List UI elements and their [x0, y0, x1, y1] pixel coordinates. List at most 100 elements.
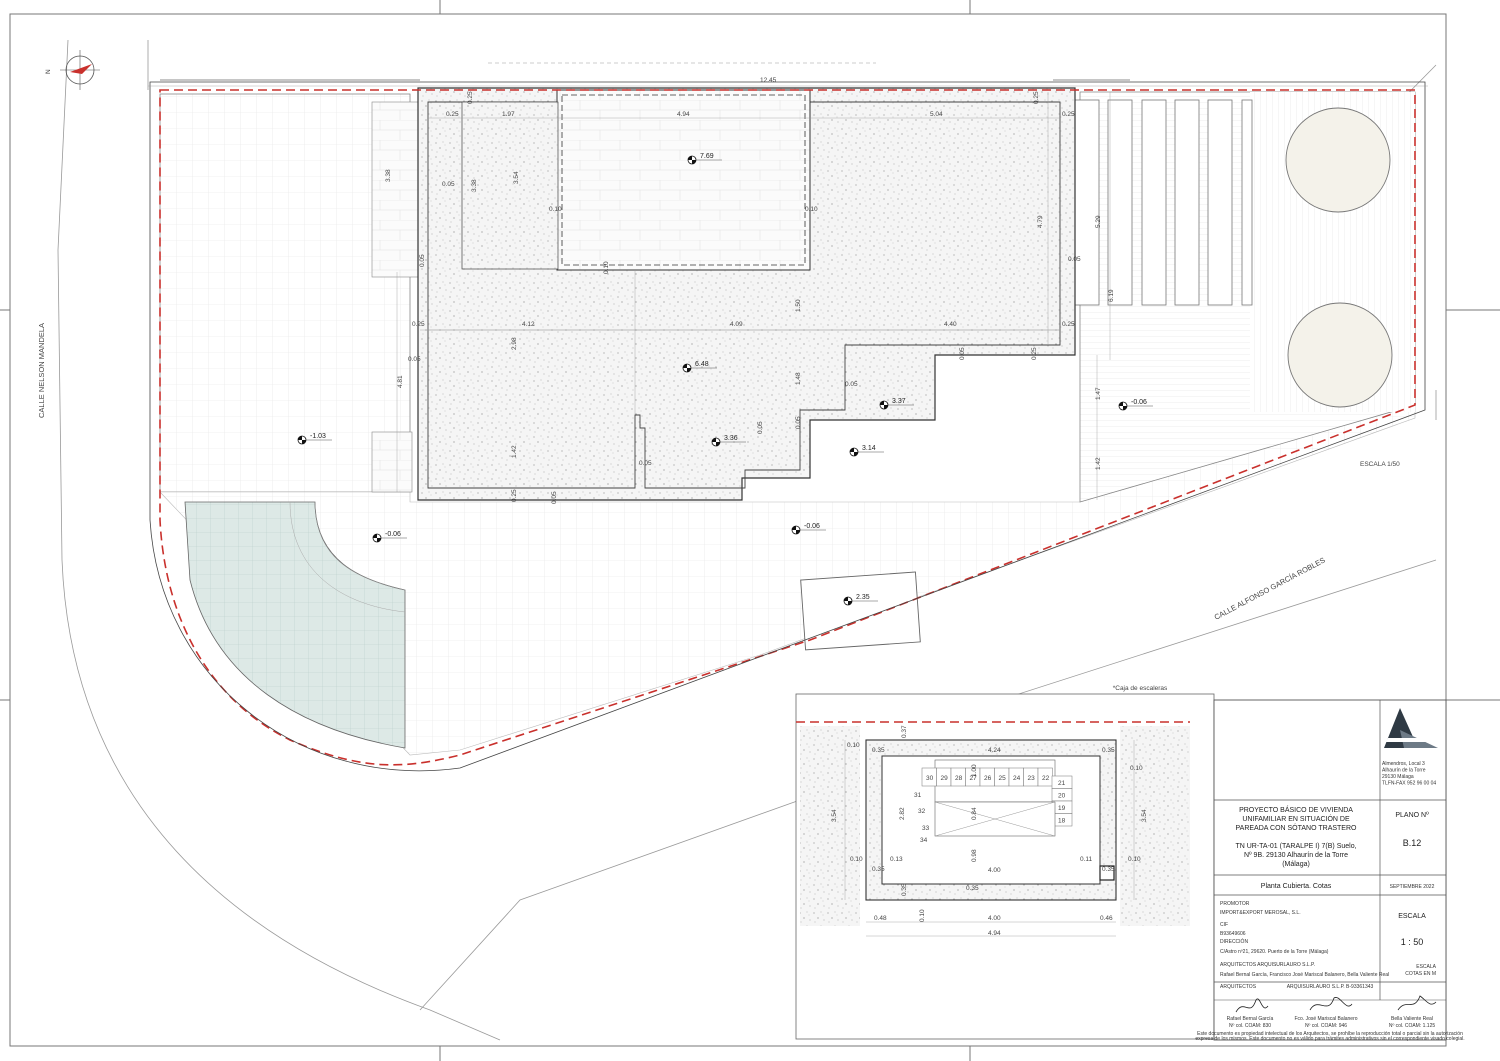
inset-dim: 0.35: [966, 885, 979, 892]
text-line: Nº 9B. 29130 Alhaurín de la Torre: [1244, 852, 1348, 859]
architects-firm: ARQUITECTOS ARQUISURLAURO S.L.P.: [1220, 962, 1315, 968]
signature-col: Nº col. COAM: 830: [1229, 1023, 1271, 1029]
step-number: 26: [984, 775, 992, 782]
dim-label: 0.05: [795, 416, 802, 429]
dim-label: 3.38: [471, 179, 478, 192]
sheet-date: SEPTIEMBRE 2022: [1390, 884, 1435, 890]
project-location: TN UR-TA-01 (TARALPE I) 7(B) Suelo,Nº 9B…: [1235, 843, 1356, 868]
dim-label: 4.40: [944, 321, 957, 328]
level-marker: -0.06: [791, 523, 826, 535]
inset-dim: 0.35: [1102, 747, 1115, 754]
inset-dim: 4.24: [988, 747, 1001, 754]
step-number: 34: [920, 837, 928, 844]
dim-label: 0.25: [412, 321, 425, 328]
dim-label: 2.98: [511, 337, 518, 350]
text-line: Alhaurín de la Torre: [1382, 768, 1426, 774]
step-number: 32: [918, 808, 926, 815]
dim-label: 1.50: [795, 299, 802, 312]
roof: [417, 87, 1076, 501]
architects-names: Rafael Bernal García, Francisco José Mar…: [1220, 972, 1389, 978]
dim-label: 4.79: [1037, 215, 1044, 228]
dim-label: 3.54: [513, 171, 520, 184]
step-number: 27: [970, 775, 978, 782]
tree-top: [1285, 107, 1391, 213]
promotor-label: PROMOTOR: [1220, 901, 1250, 907]
level-value: 3.37: [892, 398, 906, 405]
inset-dim: 0.37: [901, 725, 908, 738]
dim-label: 0.05: [1068, 256, 1081, 263]
planter-strips: [1074, 99, 1253, 306]
level-marker: 3.36: [711, 435, 746, 447]
dim-label: 0.05: [551, 491, 558, 504]
step-number: 28: [955, 775, 963, 782]
inset-dim: 0.10: [1130, 765, 1143, 772]
signature-name: Bella Valiente Real: [1391, 1016, 1433, 1022]
signature-col: Nº col. COAM: 946: [1305, 1023, 1347, 1029]
scale-note: ESCALA 1/50: [1360, 461, 1400, 468]
dim-label: 1.42: [511, 445, 518, 458]
step-number: 24: [1013, 775, 1021, 782]
promotor-name: IMPORT&EXPORT MEROSAL, S.L.: [1220, 910, 1301, 916]
step-number: 22: [1042, 775, 1050, 782]
level-value: 6.48: [695, 361, 709, 368]
inset-dim: 0.35: [872, 747, 885, 754]
level-value: 7.69: [700, 153, 714, 160]
firm-small: ARQUISURLAURO S.L.P. B-93361343: [1287, 984, 1374, 990]
level-marker: 7.69: [687, 153, 722, 165]
cif-label: CIF: [1220, 922, 1228, 928]
text-line: Este documento es propiedad intelectual …: [1197, 1031, 1463, 1037]
step-number: 20: [1058, 793, 1066, 800]
inset-dim: 0.84: [971, 807, 978, 820]
step-number: 25: [999, 775, 1007, 782]
plano-label: PLANO Nº: [1395, 812, 1429, 819]
property-boundary: [159, 89, 1416, 766]
dim-label: 5.04: [930, 111, 943, 118]
north-arrow: N: [45, 50, 100, 90]
dim-label: 6.19: [1108, 289, 1115, 302]
text-line: PAREADA CON SÓTANO TRASTERO: [1236, 823, 1358, 832]
signature-name: Fco. José Mariscal Balanero: [1294, 1016, 1357, 1022]
dim-label: 0.10: [603, 261, 610, 274]
inset-dim: 3.54: [1141, 809, 1148, 822]
dim-label: 0.25: [446, 111, 459, 118]
inset-caption: *Caja de escaleras: [1113, 685, 1168, 692]
text-line: Almendros, Local 3: [1382, 761, 1425, 767]
step-number: 18: [1058, 818, 1066, 825]
text-line: UNIFAMILIAR EN SITUACIÓN DE: [1242, 814, 1350, 823]
step-number: 29: [941, 775, 949, 782]
text-line: (Málaga): [1282, 861, 1310, 868]
level-marker: 3.14: [849, 445, 884, 457]
street-label-alfonso: CALLE ALFONSO GARCÍA ROBLES: [1213, 556, 1327, 622]
inset-dim: 0.35: [1102, 866, 1115, 873]
level-marker: 6.48: [682, 361, 717, 373]
inset-dim: 0.35: [901, 883, 908, 896]
dim-label: 1.97: [502, 111, 515, 118]
dim-label: 0.25: [1062, 111, 1075, 118]
dim-label: 4.94: [677, 111, 690, 118]
level-value: -0.06: [385, 531, 401, 538]
dimension-lines: [148, 85, 1428, 500]
level-value: 2.35: [856, 594, 870, 601]
dim-label: 5.29: [1095, 215, 1102, 228]
dim-label: 0.05: [419, 254, 426, 267]
escala-label: ESCALA: [1398, 913, 1426, 920]
dim-label: 0.05: [408, 356, 421, 363]
sheet-title: Planta Cubierta. Cotas: [1261, 883, 1332, 890]
dim-label: 0.25: [1031, 347, 1038, 360]
level-marker: -0.06: [372, 531, 407, 543]
text-line: COTAS EN M: [1405, 971, 1436, 977]
street-label-nelson: CALLE NELSON MANDELA: [37, 323, 46, 418]
inset-dim: 3.54: [831, 809, 838, 822]
inset-dim: 4.94: [988, 930, 1001, 937]
inset-dim: 0.10: [919, 909, 926, 922]
direccion-label: DIRECCIÓN: [1220, 938, 1248, 945]
inset-dim: 0.10: [850, 856, 863, 863]
inset-dim: 0.48: [874, 915, 887, 922]
